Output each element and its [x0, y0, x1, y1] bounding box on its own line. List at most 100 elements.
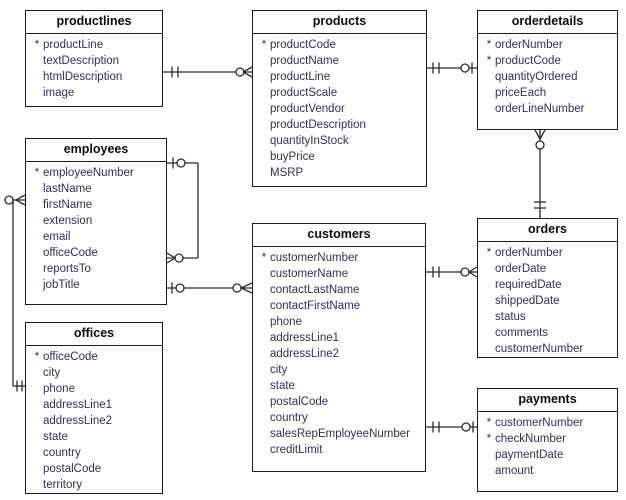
field-row: reportsTo — [26, 261, 166, 277]
field-row: postalCode — [26, 461, 162, 477]
primary-key-marker: * — [486, 433, 492, 445]
field-row: email — [26, 229, 166, 245]
primary-key-marker: * — [34, 351, 40, 363]
field-row: requiredDate — [478, 277, 617, 293]
field-label: productCode — [270, 39, 336, 51]
field-label: productScale — [270, 87, 338, 99]
field-row: paymentDate — [478, 447, 617, 463]
field-row: productVendor — [253, 101, 426, 117]
field-row: postalCode — [253, 394, 425, 410]
field-label: employeeNumber — [43, 167, 134, 179]
connector-orders-orderdetails — [534, 129, 546, 218]
field-row: state — [26, 429, 162, 445]
field-row: state — [253, 378, 425, 394]
field-row: *employeeNumber — [26, 165, 166, 181]
field-row: contactLastName — [253, 282, 425, 298]
field-row: extension — [26, 213, 166, 229]
field-row: *orderNumber — [478, 245, 617, 261]
primary-key-marker: * — [486, 247, 492, 259]
field-label: postalCode — [43, 463, 102, 475]
field-list: *customerNumber *checkNumber paymentDate am… — [478, 412, 617, 479]
table-title: payments — [478, 389, 617, 412]
table-offices: offices *officeCode city phone addressLine1 a… — [25, 322, 163, 494]
field-label: orderNumber — [495, 39, 563, 51]
field-label: addressLine2 — [43, 415, 113, 427]
connector-customers-orders — [426, 266, 478, 278]
field-label: productLine — [43, 39, 104, 51]
field-label: productDescription — [270, 119, 366, 131]
connector-products-orderdetails — [427, 62, 477, 74]
field-label: productName — [270, 55, 340, 67]
connector-productlines-products — [163, 66, 253, 78]
field-row: productName — [253, 53, 426, 69]
field-list: *officeCode city phone addressLine1 addressL… — [26, 346, 162, 493]
field-label: creditLimit — [270, 444, 323, 456]
field-label: addressLine1 — [43, 399, 113, 411]
field-label: email — [43, 231, 71, 243]
field-label: officeCode — [43, 247, 98, 259]
field-label: customerNumber — [495, 343, 584, 355]
field-label: phone — [43, 383, 75, 395]
field-row: shippedDate — [478, 293, 617, 309]
connector-employees-customers — [167, 282, 253, 294]
field-label: orderNumber — [495, 247, 563, 259]
field-row: comments — [478, 325, 617, 341]
field-row: status — [478, 309, 617, 325]
field-row: customerNumber — [478, 341, 617, 357]
field-row: image — [26, 85, 162, 101]
cardinality-zero-icon — [461, 422, 471, 432]
field-row: addressLine1 — [253, 330, 425, 346]
field-label: productLine — [270, 71, 331, 83]
field-row: textDescription — [26, 53, 162, 69]
table-title: orders — [478, 219, 617, 242]
field-row: orderDate — [478, 261, 617, 277]
field-label: htmlDescription — [43, 71, 123, 83]
field-label: requiredDate — [495, 279, 562, 291]
field-row: htmlDescription — [26, 69, 162, 85]
field-row: city — [26, 365, 162, 381]
field-label: country — [43, 447, 81, 459]
field-label: checkNumber — [495, 433, 566, 445]
connector-customers-payments — [426, 421, 477, 433]
field-label: state — [270, 380, 295, 392]
cardinality-zero-icon — [175, 283, 185, 293]
primary-key-marker: * — [261, 252, 267, 264]
field-row: *customerNumber — [478, 415, 617, 431]
field-label: contactLastName — [270, 284, 360, 296]
field-label: city — [43, 367, 61, 379]
field-label: contactFirstName — [270, 300, 361, 312]
field-label: customerNumber — [270, 252, 359, 264]
field-label: productCode — [495, 55, 561, 67]
field-label: firstName — [43, 199, 93, 211]
field-row: city — [253, 362, 425, 378]
field-row: *productCode — [478, 53, 617, 69]
field-row: addressLine1 — [26, 397, 162, 413]
connector-employees-employees — [166, 157, 199, 264]
table-payments: payments *customerNumber *checkNumber payme… — [477, 388, 618, 492]
field-row: jobTitle — [26, 277, 166, 293]
field-row: lastName — [26, 181, 166, 197]
field-row: creditLimit — [253, 442, 425, 458]
field-label: state — [43, 431, 68, 443]
field-label: salesRepEmployeeNumber — [270, 428, 410, 440]
field-list: *orderNumber orderDate requiredDate shipped… — [478, 242, 617, 357]
table-title: offices — [26, 323, 162, 346]
field-row: phone — [26, 381, 162, 397]
field-row: priceEach — [478, 85, 617, 101]
field-label: quantityOrdered — [495, 71, 578, 83]
field-row: territory — [26, 477, 162, 493]
primary-key-marker: * — [34, 39, 40, 51]
field-label: amount — [495, 465, 534, 477]
field-label: orderDate — [495, 263, 547, 275]
field-row: *officeCode — [26, 349, 162, 365]
table-orders: orders *orderNumber orderDate requiredDate s… — [477, 218, 618, 358]
cardinality-zero-icon — [174, 253, 184, 263]
field-row: addressLine2 — [253, 346, 425, 362]
cardinality-zero-icon — [460, 267, 470, 277]
